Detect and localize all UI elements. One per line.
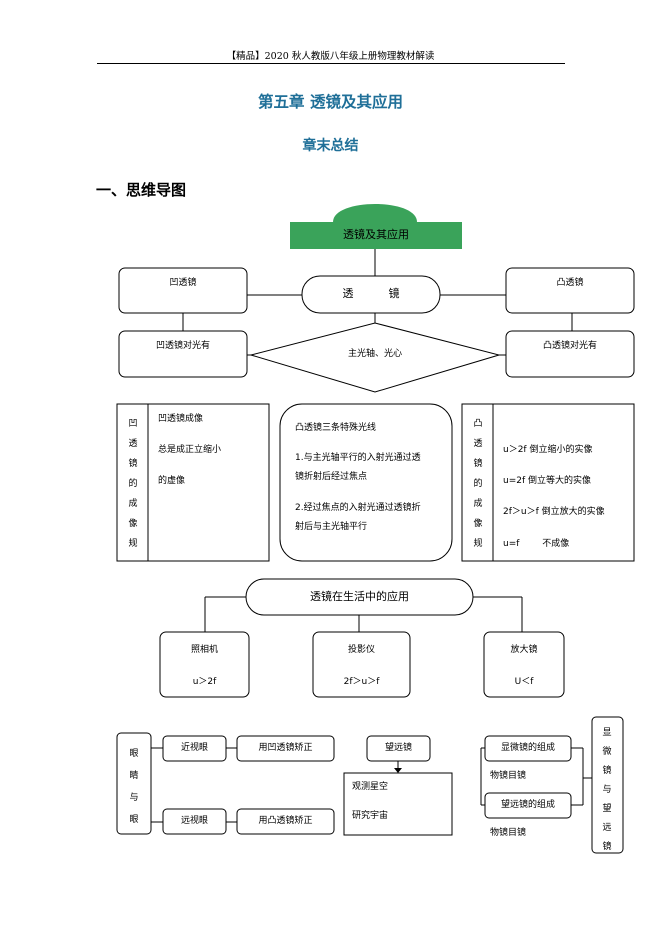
right-vertical-label: 显微镜与望远镜 xyxy=(602,728,612,850)
lens-label: 透 镜 xyxy=(342,287,400,300)
hyperopia-node xyxy=(162,808,227,835)
convex-rule-vertical: 凸透镜的成像规律 xyxy=(473,419,483,549)
projector-cond: 2f＞u＞f xyxy=(343,677,380,687)
root-label: 透镜及其应用 xyxy=(343,228,409,241)
concave-rule-vertical: 凹透镜的成像规律 xyxy=(128,419,138,549)
special-rays-1a: 1.与主光轴平行的入射光通过透 xyxy=(295,453,421,463)
myopia-fix-node xyxy=(236,735,335,762)
page-subtitle: 章末总结 xyxy=(302,138,359,154)
application-node xyxy=(245,578,474,616)
concave-rule-line-1: 凹透镜成像 xyxy=(158,414,204,424)
convex-light-label: 凸透镜对光有 xyxy=(542,341,597,351)
application-label: 透镜在生活中的应用 xyxy=(310,590,409,603)
special-rays-box xyxy=(279,403,453,562)
concave-rule-box xyxy=(116,403,270,562)
convex-rule-box xyxy=(461,403,635,562)
convex-rule-line-1: u＞2f 倒立缩小的实像 xyxy=(503,445,593,455)
projector-node xyxy=(312,631,411,698)
concave-node xyxy=(118,267,248,314)
camera-node xyxy=(159,631,250,698)
convex-rule-line-2: u=2f 倒立等大的实像 xyxy=(503,476,592,486)
section-heading: 一、思维导图 xyxy=(96,181,187,199)
concave-rule-line-3: 的虚像 xyxy=(158,476,186,486)
tele-composition-label: 望远镜的组成 xyxy=(500,800,555,810)
projector-name: 投影仪 xyxy=(347,645,375,655)
concave-light-node xyxy=(118,330,248,378)
magnifier-cond: U＜f xyxy=(514,677,534,687)
telescope-use-2: 研究宇宙 xyxy=(352,811,389,821)
concave-light-label: 凹透镜对光有 xyxy=(155,341,210,351)
eye-vertical-node xyxy=(116,732,152,835)
tele-composition-node xyxy=(484,792,572,819)
root-dome xyxy=(333,204,417,222)
page-title: 第五章 透镜及其应用 xyxy=(258,92,403,111)
telescope-use-1: 观测星空 xyxy=(352,782,389,792)
convex-label: 凸透镜 xyxy=(556,278,584,288)
convex-rule-line-3: 2f＞u＞f 倒立放大的实像 xyxy=(503,507,605,517)
myopia-label: 近视眼 xyxy=(180,743,208,753)
convex-light-node xyxy=(505,330,635,378)
hyperopia-fix-node xyxy=(236,808,335,835)
tele-lens-label: 物镜目镜 xyxy=(490,828,527,838)
myopia-node xyxy=(162,735,227,762)
concave-label: 凹透镜 xyxy=(169,278,197,288)
camera-cond: u＞2f xyxy=(192,677,217,687)
hyperopia-fix-label: 用凸透镜矫正 xyxy=(258,816,313,826)
eye-vertical-label: 眼睛与眼镜 xyxy=(129,749,139,825)
lens-node xyxy=(301,275,441,314)
micro-lens-label: 物镜目镜 xyxy=(490,771,527,781)
concave-rule-line-2: 总是成正立缩小 xyxy=(158,445,222,455)
telescope-uses-node xyxy=(343,772,453,836)
root-node xyxy=(290,222,462,249)
convex-rule-line-4: u=f 不成像 xyxy=(503,539,570,549)
special-rays-1b: 镜折射后经过焦点 xyxy=(295,472,368,482)
page-header: 【精品】2020 秋人教版八年级上册物理教材解读 xyxy=(226,51,435,62)
right-vertical-node xyxy=(591,716,624,854)
special-rays-2b: 射后与主光轴平行 xyxy=(295,522,368,532)
diamond-node xyxy=(249,322,501,393)
micro-composition-label: 显微镜的组成 xyxy=(500,743,555,753)
camera-name: 照相机 xyxy=(190,645,218,655)
magnifier-name: 放大镜 xyxy=(510,645,538,655)
telescope-label: 望远镜 xyxy=(384,743,412,753)
myopia-fix-label: 用凹透镜矫正 xyxy=(258,743,313,753)
arrow-down-icon xyxy=(394,768,402,773)
hyperopia-label: 远视眼 xyxy=(180,816,208,826)
mindmap-connectors xyxy=(151,249,592,823)
special-rays-2a: 2.经过焦点的入射光通过透镜折 xyxy=(295,503,421,513)
micro-composition-node xyxy=(484,735,572,762)
diamond-label: 主光轴、光心 xyxy=(347,349,402,359)
special-rays-title: 凸透镜三条特殊光线 xyxy=(295,423,377,433)
header-divider xyxy=(97,63,565,64)
telescope-node xyxy=(366,735,431,762)
magnifier-node xyxy=(483,631,565,698)
convex-node xyxy=(505,267,635,314)
